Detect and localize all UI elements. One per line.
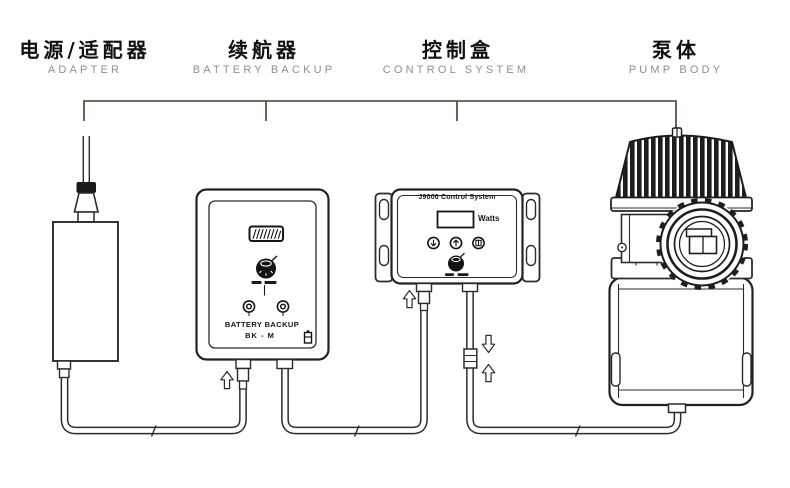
side-clip xyxy=(741,352,752,387)
adapter-label-en: ADAPTER xyxy=(47,64,123,76)
outlet-ring xyxy=(656,198,748,290)
battery-box-model-label: BK - M xyxy=(245,331,275,340)
rotary-knob-icon xyxy=(445,252,469,276)
control-box-panel xyxy=(396,194,518,279)
adapter-body xyxy=(52,221,119,362)
strain-relief xyxy=(76,182,96,193)
side-clip xyxy=(610,352,621,387)
control-box-drawing xyxy=(374,188,541,312)
cable-boot xyxy=(73,192,100,213)
cable-plug xyxy=(236,367,250,390)
up-arrow-button-icon xyxy=(449,236,463,250)
plug-direction-arrow-icon xyxy=(220,370,234,390)
adapter-drawing xyxy=(52,182,119,379)
control-box-outer xyxy=(390,188,524,285)
rotary-knob-icon xyxy=(251,255,278,296)
battery-icon xyxy=(303,330,313,344)
mode-button-icon xyxy=(472,236,485,250)
pump-body-label-en: PUMP BODY xyxy=(628,64,724,76)
battery-level-display-icon xyxy=(248,225,284,242)
plug-direction-arrow-icon xyxy=(481,334,496,354)
battery-backup-label-en: BATTERY BACKUP xyxy=(192,64,336,76)
control-display-unit-label: Watts xyxy=(478,214,500,223)
cables xyxy=(60,136,682,437)
plug-direction-arrow-icon xyxy=(402,289,417,309)
battery-box-name-label: BATTERY BACKUP xyxy=(224,320,300,329)
section-bracket xyxy=(83,100,677,134)
control-box-title: J9000 Control System xyxy=(418,194,496,201)
pump-housing xyxy=(608,276,754,407)
plug-direction-arrows xyxy=(220,289,496,390)
wattage-display xyxy=(436,210,475,229)
battery-backup-drawing xyxy=(195,188,330,390)
battery-backup-label-zh: 续航器 xyxy=(228,38,300,62)
cable-plug xyxy=(417,290,431,312)
cable-break-mark xyxy=(150,425,581,437)
adapter-label-zh: 电源/适配器 xyxy=(19,38,151,62)
plug-direction-arrow-icon xyxy=(481,363,496,383)
port-icon xyxy=(242,300,256,316)
strainer-cap xyxy=(614,127,748,199)
pump-cable-gland xyxy=(667,403,687,414)
control-system-label-zh: 控制盒 xyxy=(422,38,494,62)
control-system-label-en: CONTROL SYSTEM xyxy=(382,64,530,76)
pump-body-label-zh: 泵体 xyxy=(652,38,700,62)
pump-drawing xyxy=(608,127,754,414)
cable-coupling-icon xyxy=(463,348,478,369)
down-arrow-button-icon xyxy=(427,236,440,250)
port-icon xyxy=(276,300,290,316)
